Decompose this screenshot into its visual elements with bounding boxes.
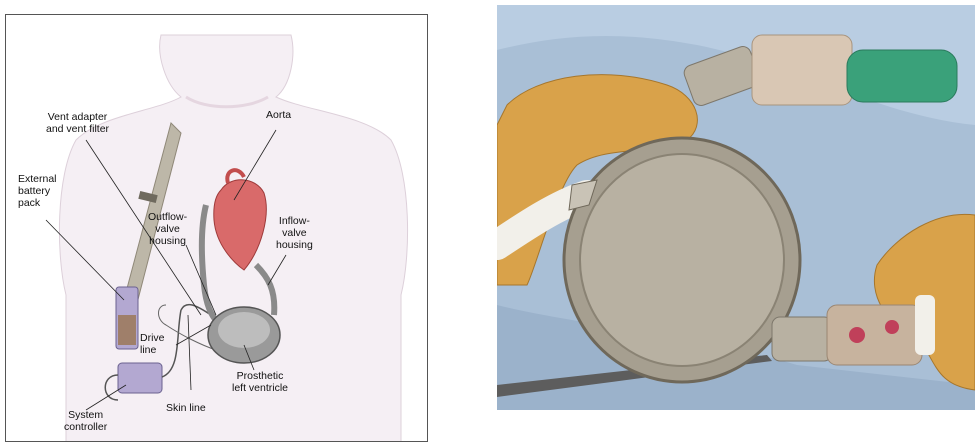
device-diagram-panel: Vent adapter and vent filter Aorta Exter…: [5, 14, 428, 442]
bottom-conduit: [827, 305, 922, 365]
body-illustration: [6, 15, 428, 442]
label-inflow-valve: Inflow- valve housing: [276, 215, 313, 251]
label-skin-line: Skin line: [166, 402, 206, 414]
top-conduit-wrap: [752, 35, 852, 105]
label-drive-line: Drive line: [140, 332, 165, 356]
bottom-connector: [772, 317, 832, 361]
label-external-battery: External battery pack: [18, 173, 57, 209]
label-vent-adapter: Vent adapter and vent filter: [46, 111, 109, 135]
tissue-mark: [849, 327, 865, 343]
label-aorta: Aorta: [266, 109, 291, 121]
label-prosthetic-ventricle: Prosthetic left ventricle: [232, 370, 288, 394]
green-sleeve: [847, 50, 957, 102]
device-face: [580, 154, 784, 366]
device-photo: [497, 5, 975, 410]
device-photo-panel: [497, 5, 975, 410]
tissue-mark: [885, 320, 899, 334]
battery-pack-base: [118, 315, 136, 345]
system-controller-box: [118, 363, 162, 393]
label-system-controller: System controller: [64, 409, 107, 433]
white-band: [915, 295, 935, 355]
label-outflow-valve: Outflow- valve housing: [148, 211, 187, 247]
ventricle-highlight: [218, 312, 270, 348]
